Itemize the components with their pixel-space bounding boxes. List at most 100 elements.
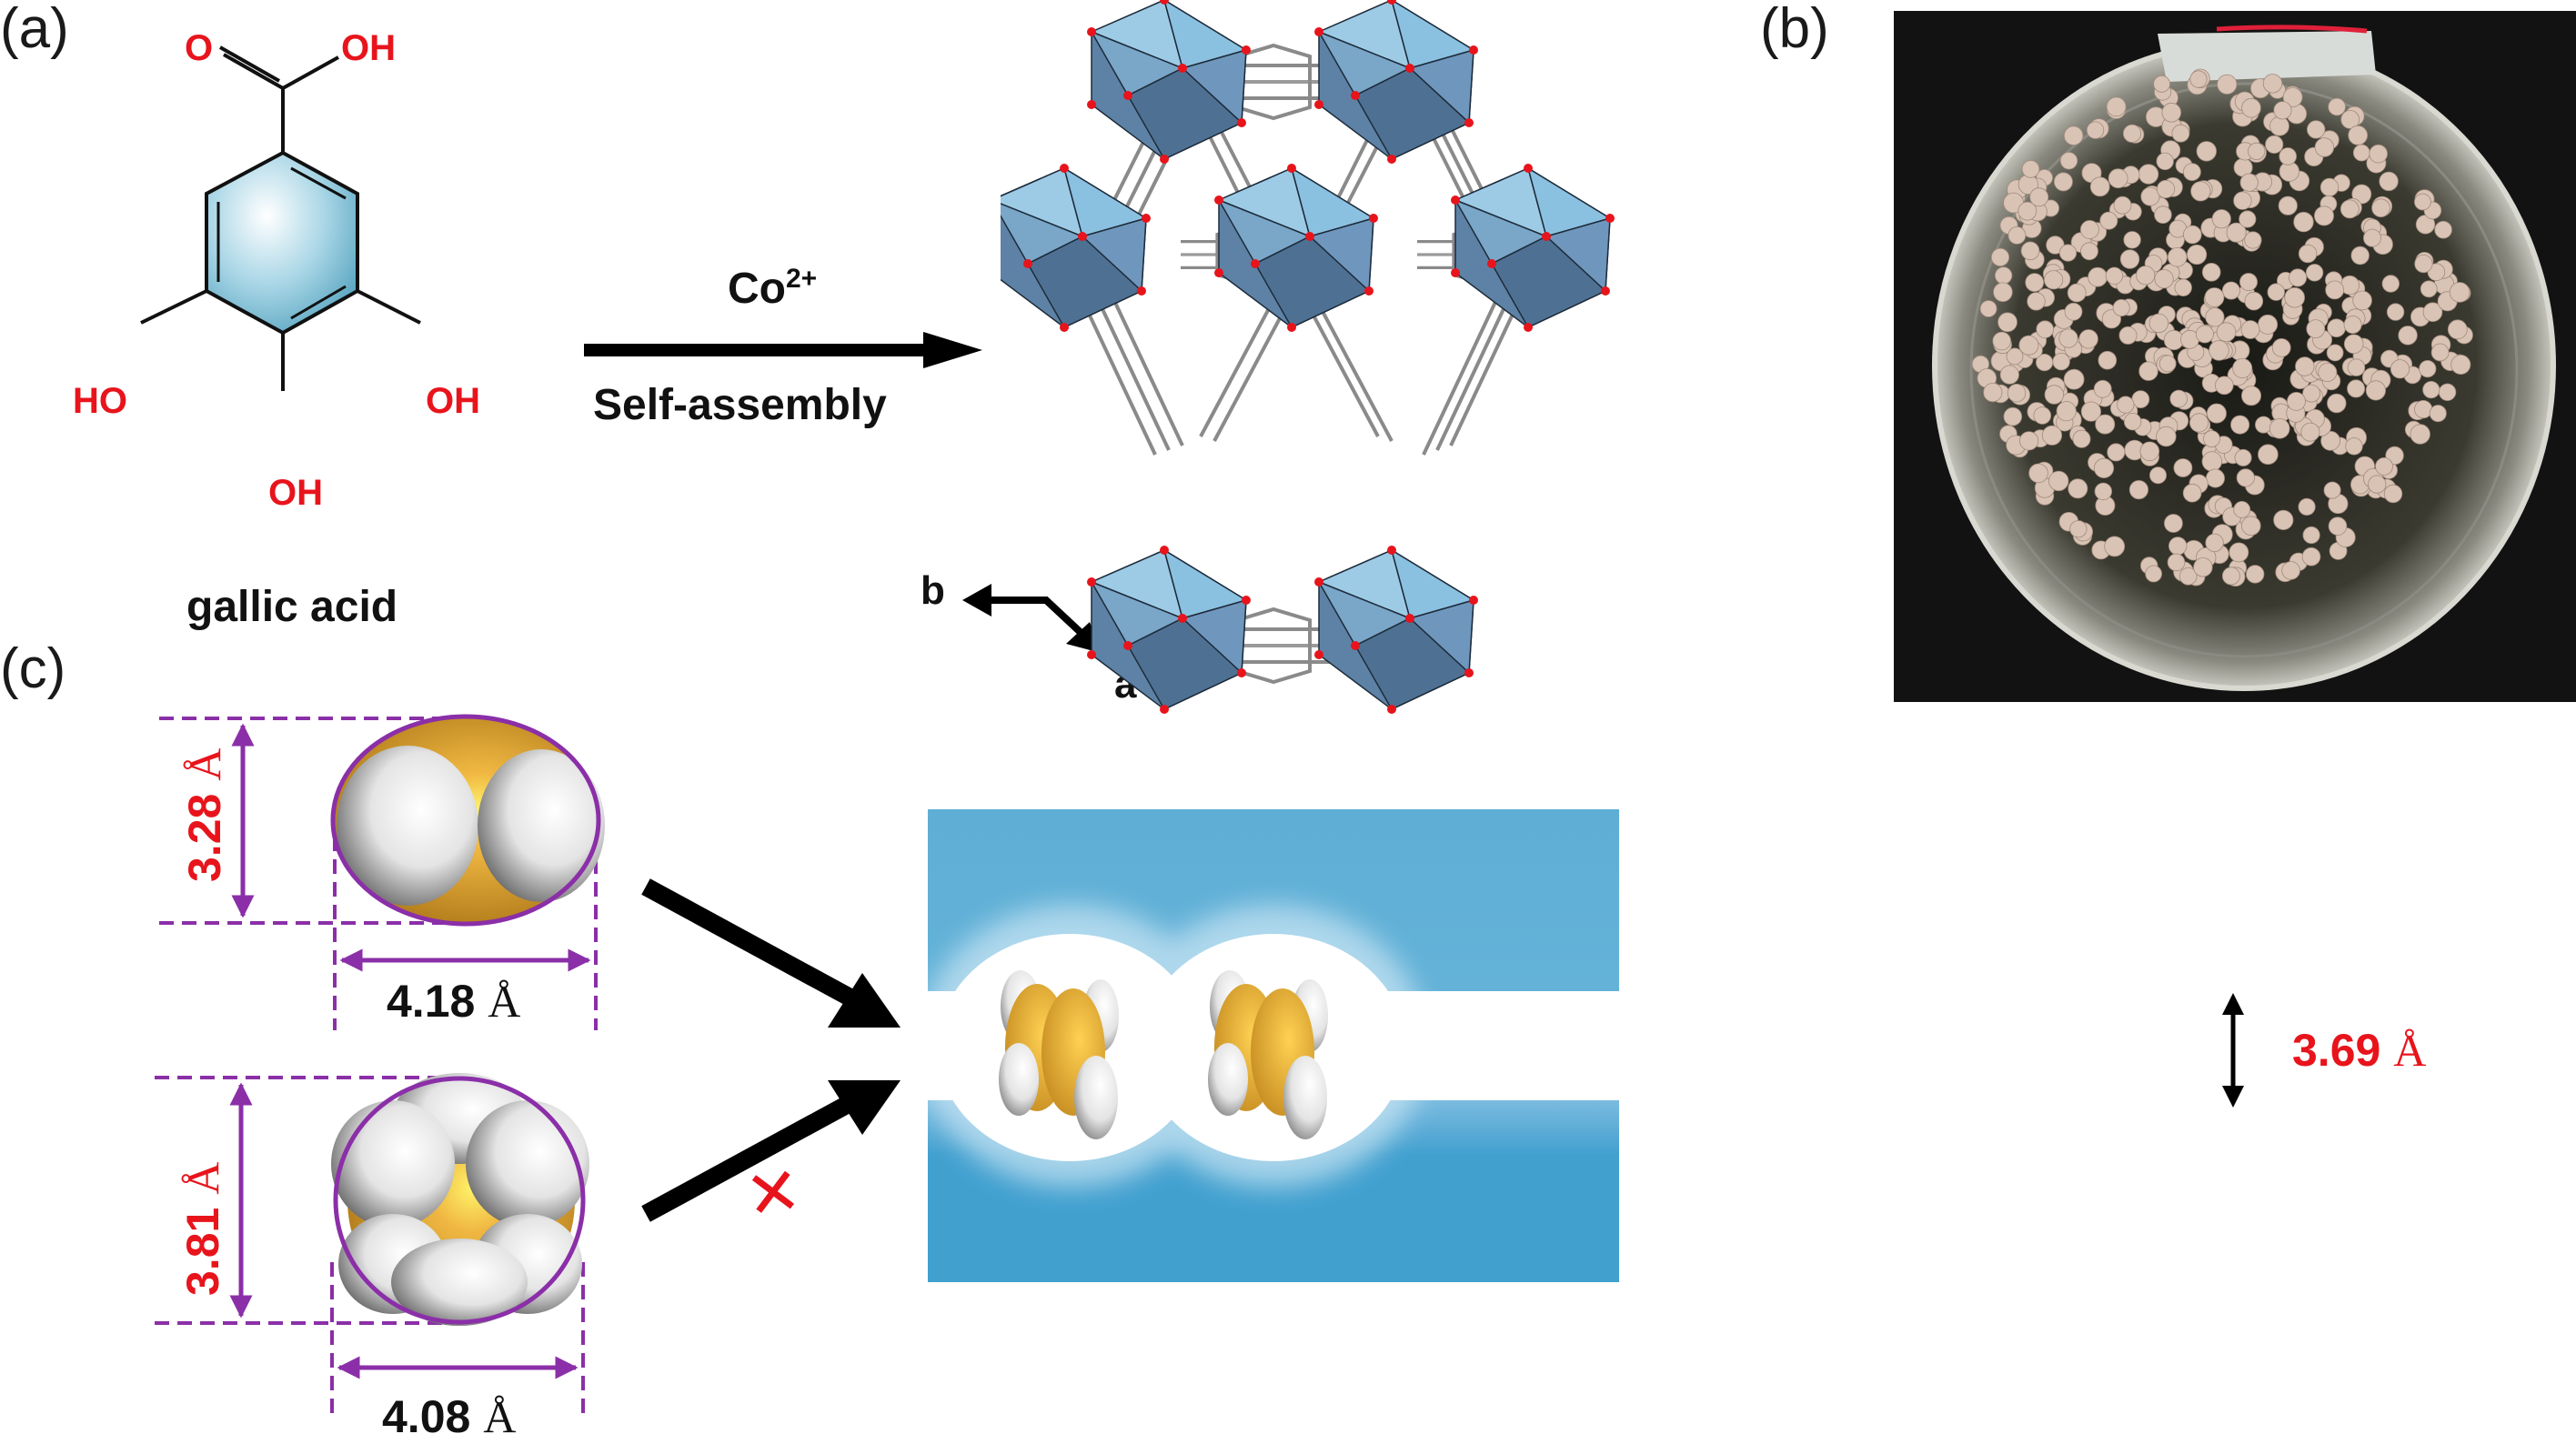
bead <box>2306 319 2326 339</box>
bond <box>357 289 421 325</box>
bead <box>2226 222 2247 243</box>
bead <box>2118 326 2138 345</box>
bead <box>2021 160 2040 178</box>
bead <box>2058 244 2078 262</box>
bead <box>2179 567 2198 586</box>
bounding-ellipse <box>330 714 601 927</box>
bead <box>2295 356 2315 376</box>
bead <box>2430 343 2450 362</box>
bead <box>2239 210 2257 228</box>
bead <box>2046 236 2065 255</box>
bead <box>2058 328 2078 348</box>
petri-dish-photo <box>1894 11 2576 702</box>
bead <box>2319 177 2340 197</box>
bead <box>2269 115 2289 136</box>
bead <box>2278 196 2298 216</box>
axis-b-label: b <box>921 568 945 613</box>
double-bond <box>290 166 347 200</box>
bead <box>2156 426 2177 447</box>
bead <box>2209 340 2229 361</box>
bead <box>2099 211 2118 230</box>
bead <box>2156 179 2176 199</box>
guest-molecule <box>1208 970 1328 1139</box>
bead <box>2287 391 2306 411</box>
reagent-symbol: Co <box>728 265 786 313</box>
bead <box>2206 403 2227 424</box>
arrow-pass <box>641 878 860 1008</box>
reagent-charge: 2+ <box>785 264 818 294</box>
bead <box>2233 501 2251 518</box>
co-polyhedron <box>1313 0 1479 165</box>
bead <box>2117 396 2135 414</box>
bead <box>2027 292 2046 311</box>
aperture-arrow <box>2222 993 2244 1108</box>
bead <box>2368 475 2387 494</box>
svg-text:3.69 Å: 3.69 Å <box>2292 1025 2426 1076</box>
atom-carbonyl-o: O <box>185 28 213 68</box>
hydrogen-atom <box>337 746 478 906</box>
bead <box>2173 458 2193 477</box>
bead <box>2281 561 2300 580</box>
bead <box>2410 424 2430 445</box>
bead <box>2161 102 2182 123</box>
bead <box>2305 264 2324 282</box>
panel-b-label: (b) <box>1760 0 1829 60</box>
bead <box>2347 379 2366 398</box>
bead <box>2174 278 2192 297</box>
bead <box>2269 417 2290 439</box>
bead <box>2422 302 2443 323</box>
bead <box>2262 74 2283 94</box>
atom-right-oh: OH <box>426 381 480 421</box>
bead <box>2318 362 2338 382</box>
double-bond <box>290 285 347 320</box>
panel-c-label: (c) <box>0 637 66 700</box>
bead <box>2284 286 2306 308</box>
bead <box>2089 176 2110 197</box>
hydrogen-atom <box>391 1238 528 1326</box>
bead <box>2229 542 2249 563</box>
bead <box>2112 298 2130 316</box>
bead <box>2447 319 2468 340</box>
bead <box>2244 291 2264 311</box>
bead <box>2105 266 2124 286</box>
bead <box>2221 281 2240 300</box>
bead <box>2056 401 2077 422</box>
bead <box>2390 359 2410 379</box>
approach-arrows <box>641 878 901 1222</box>
bead <box>2019 431 2039 451</box>
bead <box>2302 526 2320 545</box>
height-value: 3.81 Å <box>177 1162 228 1296</box>
bead <box>2028 463 2048 484</box>
bead <box>2020 241 2040 261</box>
bead <box>2007 384 2027 403</box>
bead <box>2398 326 2418 346</box>
bead <box>2282 87 2303 107</box>
bond <box>140 289 207 325</box>
bead <box>2080 242 2098 261</box>
bead <box>2273 509 2294 531</box>
bead <box>2145 565 2163 583</box>
bead <box>2301 547 2321 567</box>
gallic-acid-structure: O OH HO OH OH <box>73 28 480 513</box>
bead <box>2128 479 2148 500</box>
bead <box>2363 228 2382 247</box>
bead <box>2345 437 2363 456</box>
bond <box>223 53 284 90</box>
bead <box>2271 337 2291 357</box>
bead <box>2427 263 2446 282</box>
red-mark <box>2216 25 2368 34</box>
hydrogen-atom <box>466 1100 589 1228</box>
label-tape <box>2158 31 2376 82</box>
bead <box>2006 347 2024 366</box>
bead <box>2064 302 2083 321</box>
bead <box>2240 386 2261 406</box>
bead <box>2314 137 2335 157</box>
bead <box>2036 353 2054 372</box>
reject-cross-icon: ✕ <box>740 1151 806 1235</box>
bead <box>2348 125 2369 145</box>
bead <box>2420 280 2438 298</box>
bead <box>2369 144 2388 164</box>
bead <box>2293 211 2314 233</box>
bead <box>2302 384 2321 403</box>
bead <box>2036 320 2055 339</box>
